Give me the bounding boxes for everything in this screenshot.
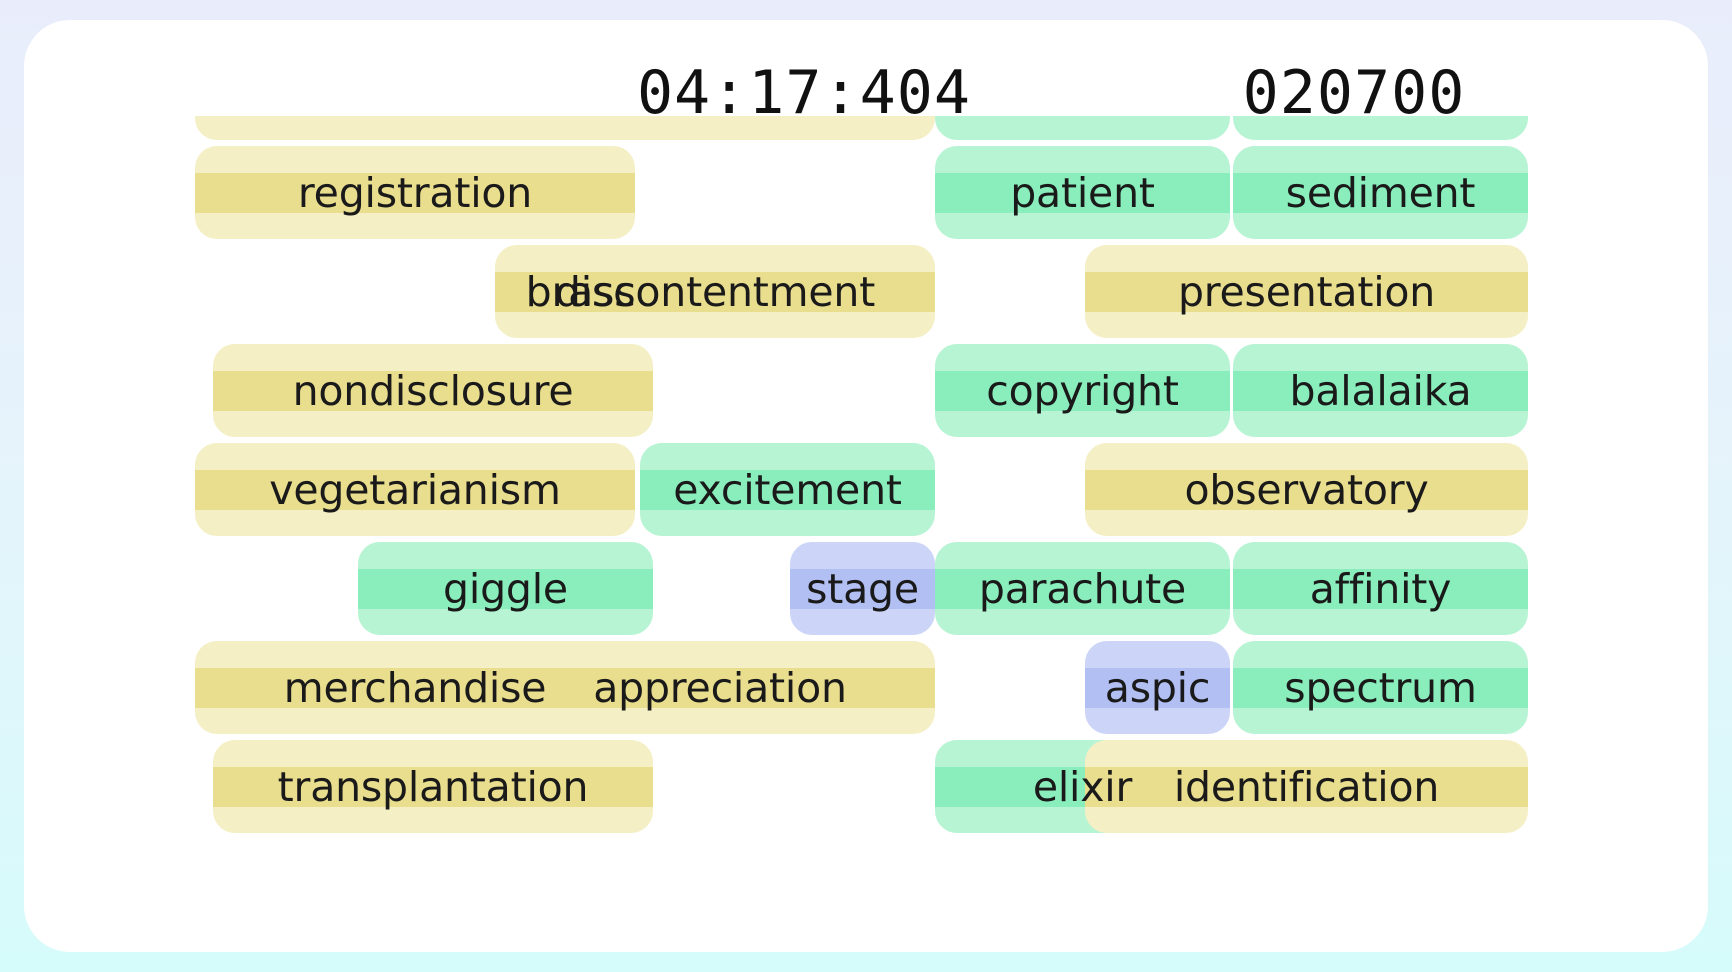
word-label: copyright bbox=[986, 366, 1179, 415]
word-cell: nondisclosure bbox=[213, 341, 653, 440]
word-label: stage bbox=[806, 564, 919, 613]
word-pill-giggle[interactable]: giggle bbox=[358, 542, 653, 635]
word-cell: spectrum bbox=[1233, 638, 1528, 737]
pill-band bbox=[195, 470, 635, 510]
word-pill-patient[interactable]: patient bbox=[935, 146, 1230, 239]
word-label: balalaika bbox=[1289, 366, 1472, 415]
word-pill-presentation[interactable]: presentation bbox=[1085, 245, 1528, 338]
word-pill-parachute[interactable]: parachute bbox=[935, 542, 1230, 635]
word-label: presentation bbox=[1177, 267, 1436, 316]
word-cell: discontentment bbox=[495, 242, 935, 341]
word-pill-appreciation[interactable]: appreciation bbox=[505, 641, 935, 734]
word-row: giggle stage parachute affinity bbox=[24, 539, 1708, 638]
word-row: registration patient sediment bbox=[24, 143, 1708, 242]
word-cell: patient bbox=[935, 143, 1230, 242]
pill-band bbox=[358, 569, 653, 609]
word-cell: registration bbox=[195, 143, 635, 242]
word-pill-affinity[interactable]: affinity bbox=[1233, 542, 1528, 635]
word-row bbox=[24, 116, 1708, 143]
word-label: aspic bbox=[1104, 663, 1211, 712]
word-label: affinity bbox=[1309, 564, 1452, 613]
word-pill-balalaika[interactable]: balalaika bbox=[1233, 344, 1528, 437]
word-label: nondisclosure bbox=[292, 366, 574, 415]
word-label: merchandise bbox=[283, 663, 547, 712]
word-label: patient bbox=[1010, 168, 1155, 217]
word-label: excitement bbox=[673, 465, 902, 514]
pill-band bbox=[640, 470, 935, 510]
word-row: merchandise appreciation aspic spectrum bbox=[24, 638, 1708, 737]
word-cell: appreciation bbox=[505, 638, 935, 737]
pill-band bbox=[195, 173, 635, 213]
word-cell bbox=[505, 116, 935, 143]
word-pill-clipped[interactable] bbox=[935, 116, 1230, 140]
word-cell: giggle bbox=[358, 539, 653, 638]
word-label: sediment bbox=[1285, 168, 1476, 217]
word-cell: copyright bbox=[935, 341, 1230, 440]
pill-band bbox=[1085, 767, 1528, 807]
pill-band bbox=[213, 371, 653, 411]
word-row: vegetarianism excitement observatory bbox=[24, 440, 1708, 539]
word-cell: identification bbox=[1085, 737, 1528, 836]
pill-band bbox=[505, 668, 935, 708]
word-pill-clipped[interactable] bbox=[505, 116, 935, 140]
word-cell: vegetarianism bbox=[195, 440, 635, 539]
word-cell: affinity bbox=[1233, 539, 1528, 638]
word-label: appreciation bbox=[593, 663, 847, 712]
word-pill-transplantation[interactable]: transplantation bbox=[213, 740, 653, 833]
pill-band bbox=[790, 569, 935, 609]
word-label: giggle bbox=[443, 564, 568, 613]
word-pill-vegetarianism[interactable]: vegetarianism bbox=[195, 443, 635, 536]
word-pill-sediment[interactable]: sediment bbox=[1233, 146, 1528, 239]
pill-band bbox=[1085, 668, 1230, 708]
word-pill-discontentment[interactable]: discontentment bbox=[495, 245, 935, 338]
word-pill-registration[interactable]: registration bbox=[195, 146, 635, 239]
word-cell bbox=[935, 116, 1230, 143]
word-pill-nondisclosure[interactable]: nondisclosure bbox=[213, 344, 653, 437]
word-label: identification bbox=[1173, 762, 1440, 811]
word-pill-spectrum[interactable]: spectrum bbox=[1233, 641, 1528, 734]
pill-band bbox=[935, 371, 1230, 411]
word-row: transplantation elixir identification bbox=[24, 737, 1708, 836]
word-label: discontentment bbox=[554, 267, 876, 316]
word-label: vegetarianism bbox=[269, 465, 561, 514]
word-label: parachute bbox=[978, 564, 1187, 613]
word-pill-copyright[interactable]: copyright bbox=[935, 344, 1230, 437]
pill-band bbox=[495, 272, 935, 312]
word-cell: stage bbox=[790, 539, 935, 638]
word-cell: transplantation bbox=[213, 737, 653, 836]
word-row: nondisclosure copyright balalaika bbox=[24, 341, 1708, 440]
word-pill-observatory[interactable]: observatory bbox=[1085, 443, 1528, 536]
word-cell: parachute bbox=[935, 539, 1230, 638]
pill-band bbox=[213, 767, 653, 807]
word-label: spectrum bbox=[1284, 663, 1477, 712]
word-pill-identification[interactable]: identification bbox=[1085, 740, 1528, 833]
word-label: brass bbox=[525, 267, 636, 316]
word-pill-excitement[interactable]: excitement bbox=[640, 443, 935, 536]
word-cell: observatory bbox=[1085, 440, 1528, 539]
word-pill-stage[interactable]: stage bbox=[790, 542, 935, 635]
word-cell: balalaika bbox=[1233, 341, 1528, 440]
word-cell bbox=[1233, 116, 1528, 143]
word-label: transplantation bbox=[277, 762, 589, 811]
word-label: registration bbox=[297, 168, 533, 217]
pill-band bbox=[1233, 569, 1528, 609]
pill-band bbox=[1233, 371, 1528, 411]
word-pill-aspic[interactable]: aspic bbox=[1085, 641, 1230, 734]
pill-band bbox=[935, 569, 1230, 609]
pill-band bbox=[935, 173, 1230, 213]
word-cell: aspic bbox=[1085, 638, 1230, 737]
word-label: observatory bbox=[1184, 465, 1429, 514]
pill-band bbox=[1233, 173, 1528, 213]
word-cell: presentation bbox=[1085, 242, 1528, 341]
pill-band bbox=[1233, 668, 1528, 708]
word-cell: sediment bbox=[1233, 143, 1528, 242]
pill-band bbox=[1085, 470, 1528, 510]
pill-band bbox=[1085, 272, 1528, 312]
word-pill-clipped[interactable] bbox=[1233, 116, 1528, 140]
word-label: elixir bbox=[1032, 762, 1133, 811]
word-cell: excitement bbox=[640, 440, 935, 539]
